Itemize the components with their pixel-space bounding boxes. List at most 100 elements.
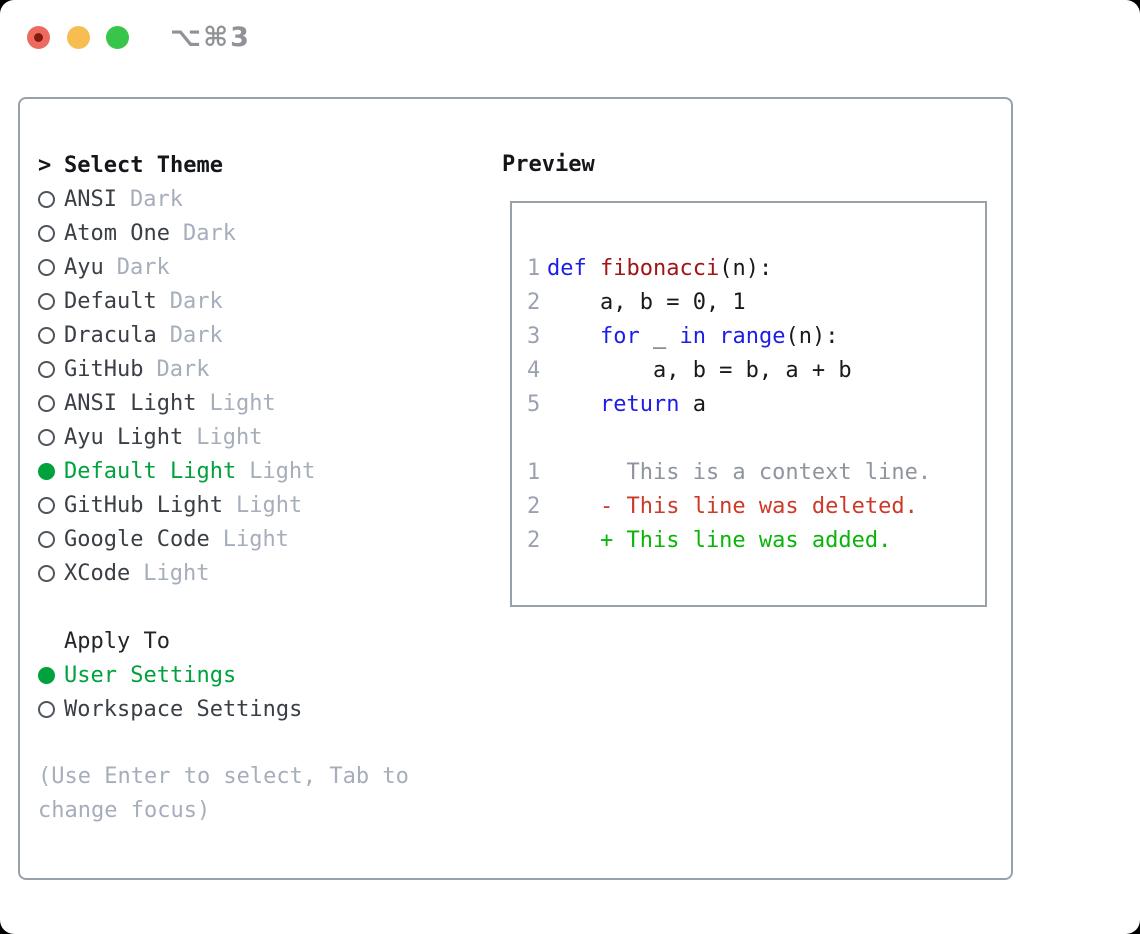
theme-name: Ayu Light	[64, 424, 184, 450]
line-number: 4	[527, 357, 541, 383]
radio-icon	[38, 292, 64, 310]
line-number: 1	[527, 255, 541, 281]
diff-line-context: 1 This is a context line.	[527, 455, 985, 489]
titlebar: ⌥⌘3	[0, 0, 1140, 76]
minimize-button[interactable]	[67, 26, 90, 49]
diff-text-deleted: - This line was deleted.	[547, 493, 918, 519]
radio-icon	[38, 394, 55, 412]
code-token-keyword: for	[599, 323, 640, 349]
diff-text-added: + This line was added.	[547, 527, 892, 553]
code-token-plain: a	[679, 391, 706, 417]
code-line: 4 a, b = b, a + b	[527, 353, 985, 387]
apply-to-option[interactable]: Workspace Settings	[38, 692, 460, 726]
code-token-function: fibonacci	[600, 255, 720, 281]
code-line: 3 for _ in range(n):	[527, 319, 985, 353]
radio-icon	[38, 360, 64, 378]
code-token-plain: _	[639, 323, 680, 349]
theme-variant-tag: Dark	[156, 356, 210, 382]
theme-variant-tag: Dark	[116, 254, 170, 280]
radio-selected-icon	[38, 666, 64, 684]
maximize-button[interactable]	[106, 26, 129, 49]
radio-icon	[38, 190, 55, 208]
close-button[interactable]	[27, 26, 50, 49]
theme-name: GitHub Light	[64, 492, 223, 518]
radio-icon	[38, 530, 64, 548]
code-token-plain: (n):	[785, 323, 839, 349]
theme-variant-tag: Dark	[129, 186, 183, 212]
radio-icon	[38, 700, 64, 718]
close-button-dot-icon	[34, 33, 43, 42]
radio-icon	[38, 258, 55, 276]
blank-line	[527, 421, 985, 455]
code-token-plain: a, b = b, a + b	[547, 357, 852, 383]
apply-to-option-label: Workspace Settings	[64, 696, 303, 722]
line-number: 2	[527, 289, 541, 315]
line-number: 2	[527, 493, 541, 519]
apply-to-title: Apply To	[64, 628, 170, 654]
theme-option[interactable]: Ayu Dark	[38, 250, 460, 284]
radio-selected-icon	[38, 666, 55, 684]
radio-icon	[38, 326, 55, 344]
radio-icon	[38, 428, 64, 446]
theme-option[interactable]: Atom One Dark	[38, 216, 460, 250]
apply-to-header: Apply To	[38, 624, 460, 658]
diff-preview: 1 This is a context line.2 - This line w…	[527, 455, 985, 557]
apply-to-option-label: User Settings	[64, 662, 237, 688]
theme-name: Atom One	[64, 220, 170, 246]
code-token-plain	[547, 324, 600, 349]
theme-name: ANSI Light	[64, 390, 197, 416]
radio-icon	[38, 224, 64, 242]
theme-option[interactable]: ANSI Light Light	[38, 386, 460, 420]
theme-variant-tag: Dark	[182, 220, 236, 246]
theme-name: Default	[64, 288, 157, 314]
apply-to-option[interactable]: User Settings	[38, 658, 460, 692]
diff-text-context: This is a context line.	[547, 459, 932, 485]
prompt-icon: >	[38, 152, 52, 178]
code-token-plain	[587, 256, 600, 281]
line-number: 1	[527, 459, 541, 485]
code-token-keyword: def	[547, 255, 587, 281]
code-token-plain: (n):	[719, 255, 773, 281]
radio-icon	[38, 530, 55, 548]
radio-icon	[38, 700, 55, 718]
theme-option[interactable]: GitHub Light Light	[38, 488, 460, 522]
radio-icon	[38, 428, 55, 446]
keyboard-help-hint: (Use Enter to select, Tab to change focu…	[38, 764, 409, 823]
diff-line-deleted: 2 - This line was deleted.	[527, 489, 985, 523]
spacer	[38, 726, 460, 760]
code-token-keyword: return	[599, 391, 680, 417]
theme-option[interactable]: ANSI Dark	[38, 182, 460, 216]
theme-variant-tag: Light	[209, 390, 276, 416]
theme-name: ANSI	[64, 186, 117, 212]
theme-variant-tag: Light	[235, 492, 303, 518]
preview-title: Preview	[502, 152, 595, 177]
spacer	[38, 590, 460, 624]
theme-name: Ayu	[64, 254, 104, 280]
code-token-plain	[547, 392, 600, 417]
radio-icon	[38, 564, 64, 582]
radio-selected-icon	[38, 462, 55, 480]
radio-icon	[38, 258, 64, 276]
theme-picker-header: > Select Theme	[38, 148, 460, 182]
window-shortcut-label: ⌥⌘3	[170, 22, 251, 53]
radio-icon	[38, 564, 55, 582]
theme-name: Google Code	[64, 526, 210, 552]
radio-icon	[38, 496, 64, 514]
theme-name: Default Light	[64, 458, 237, 484]
radio-selected-icon	[38, 462, 64, 480]
